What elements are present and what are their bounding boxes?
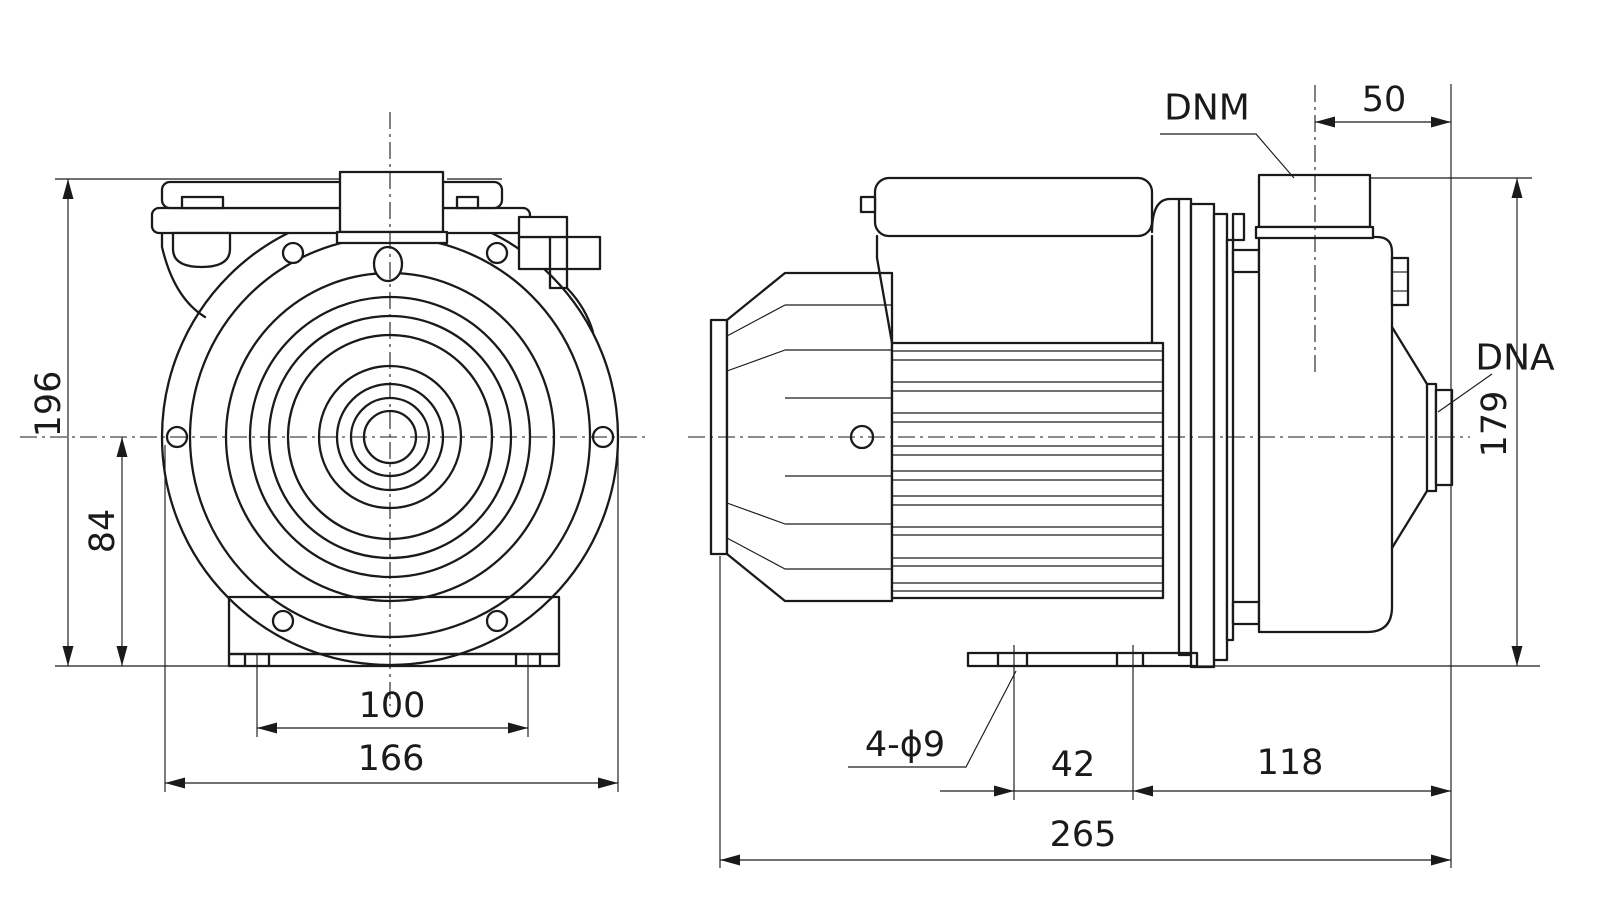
dim-height-overall: 196 (29, 371, 69, 438)
front-view (150, 170, 620, 668)
dim-port-offset: 50 (1362, 80, 1407, 120)
dim-length-overall: 265 (1050, 815, 1117, 855)
label-suction-port: DNA (1475, 338, 1555, 379)
dim-side-height-overall: 179 (1475, 391, 1515, 458)
terminal-box (859, 176, 1154, 345)
handle-leg (171, 231, 232, 269)
discharge-port-front (335, 170, 449, 245)
dim-foot-to-face: 118 (1257, 743, 1324, 783)
top-port-hole (372, 245, 404, 283)
motor-body (890, 197, 1181, 600)
body-shoulder-left (160, 231, 207, 319)
side-dimensions: DNM 50 DNA 179 4-ϕ9 42 118 265 (719, 80, 1555, 868)
side-foot (966, 651, 1199, 668)
dim-foot-spacing: 42 (1051, 745, 1096, 785)
cooling-fins (892, 350, 1163, 592)
priming-plug-boss (517, 215, 602, 334)
front-dimensions: 196 84 100 166 (29, 178, 619, 792)
flange-bolt-holes (165, 241, 615, 633)
drain-plug-bolt (1390, 256, 1410, 307)
dna-leader (1437, 373, 1493, 413)
centerlines (20, 85, 1470, 706)
side-view (709, 173, 1454, 669)
label-discharge-port: DNM (1164, 88, 1250, 129)
flange-plates (1177, 197, 1261, 669)
end-bell-dome (1150, 197, 1181, 234)
body-shoulder-right (565, 286, 595, 334)
dim-height-axis: 84 (83, 509, 123, 554)
foot-holes-leader (848, 670, 1017, 768)
label-foot-holes: 4-ϕ9 (865, 725, 945, 765)
dim-width-overall: 166 (358, 739, 425, 779)
dim-foot-hole-spacing: 100 (359, 686, 426, 726)
pump-housing (1254, 173, 1454, 634)
dnm-leader (1160, 133, 1295, 179)
front-base (227, 595, 561, 668)
